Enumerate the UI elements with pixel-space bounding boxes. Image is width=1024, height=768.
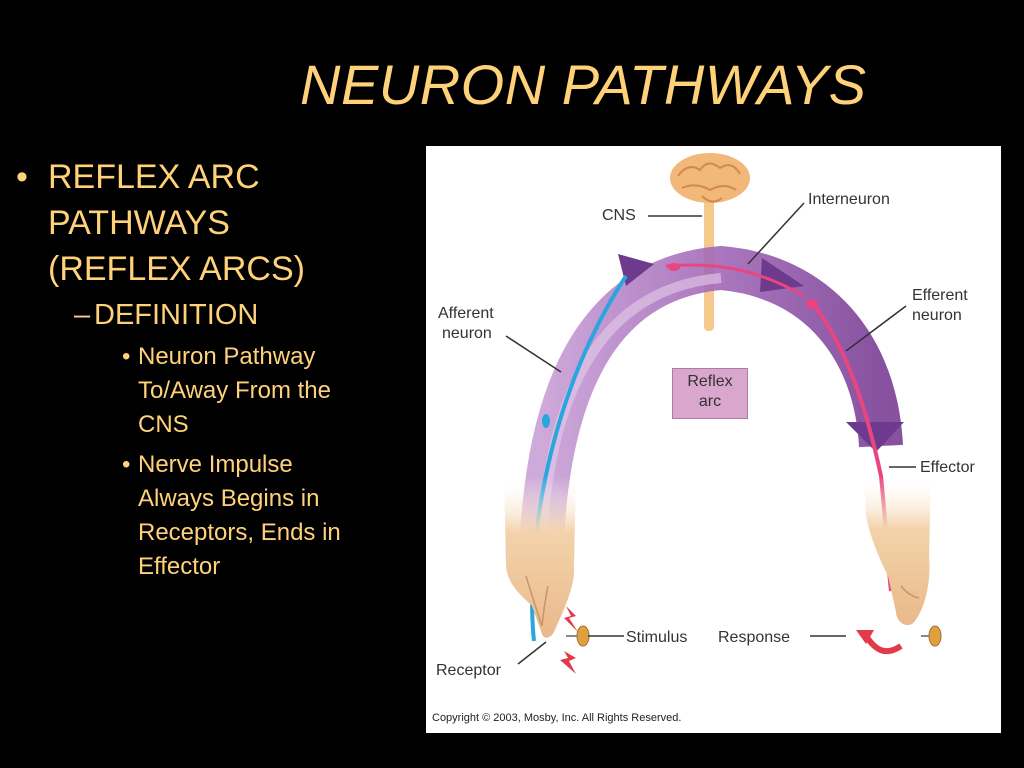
brain-icon xyxy=(670,153,750,203)
bullet-marker: • xyxy=(16,158,28,196)
reflex-arc-figure: CNS Interneuron Afferent neuron Efferent… xyxy=(426,146,1001,733)
arrow-head-efferent xyxy=(846,422,904,452)
label-cns: CNS xyxy=(602,207,636,224)
interneuron-fiber xyxy=(665,263,805,298)
label-effector: Effector xyxy=(920,459,975,476)
bullet-line: Receptors, Ends in xyxy=(138,519,341,546)
slide-title: NEURON PATHWAYS xyxy=(300,53,867,116)
label-reflex-arc-box: Reflex arc xyxy=(672,368,748,419)
right-hand-icon xyxy=(864,476,931,626)
leader-efferent xyxy=(845,305,907,352)
bullet-marker: • xyxy=(122,343,131,370)
bullet-line: Effector xyxy=(138,553,221,580)
label-efferent-line2: neuron xyxy=(912,307,962,324)
label-response: Response xyxy=(718,629,791,646)
label-interneuron: Interneuron xyxy=(808,191,890,208)
stimulus-tack-icon xyxy=(566,625,590,647)
response-tack-icon xyxy=(921,625,942,647)
bullet-line: Nerve Impulse xyxy=(138,451,293,478)
bullet-list: • REFLEX ARC PATHWAYS (REFLEX ARCS) – DE… xyxy=(16,154,398,584)
bullet-line: Neuron Pathway xyxy=(138,343,316,370)
reflex-box-line: Reflex xyxy=(687,373,733,390)
pain-bolt-icon xyxy=(560,651,576,674)
label-stimulus: Stimulus xyxy=(626,629,688,646)
response-arrow-icon xyxy=(863,634,903,655)
subsubbullet-neuron-pathway: • Neuron Pathway To/Away From the CNS xyxy=(16,340,398,442)
leader-receptor xyxy=(517,641,547,665)
dash-marker: – xyxy=(74,299,91,331)
leader-afferent xyxy=(505,335,562,373)
bullet-line: To/Away From the xyxy=(138,377,331,404)
arrow-head-interneuron xyxy=(760,258,804,292)
label-efferent-line1: Efferent xyxy=(912,287,968,304)
reflex-arc-illustration xyxy=(504,153,942,674)
bullet-line: (REFLEX ARCS) xyxy=(48,250,305,288)
subsubbullet-nerve-impulse: • Nerve Impulse Always Begins in Recepto… xyxy=(16,448,398,584)
label-afferent-line2: neuron xyxy=(442,325,492,342)
left-hand-icon xyxy=(504,476,576,638)
label-receptor: Receptor xyxy=(436,662,501,679)
bullet-line: Always Begins in xyxy=(138,485,320,512)
subbullet-text: DEFINITION xyxy=(94,299,259,331)
label-afferent-line1: Afferent xyxy=(438,305,494,322)
pain-bolt-icon xyxy=(564,606,578,632)
bullet-line: CNS xyxy=(138,411,189,438)
bullet-line: PATHWAYS xyxy=(48,204,230,242)
reflex-box-line: arc xyxy=(698,393,722,410)
subbullet-definition: – DEFINITION xyxy=(16,296,398,334)
bullet-reflex-arc: • REFLEX ARC PATHWAYS (REFLEX ARCS) xyxy=(16,154,398,292)
bullet-line: REFLEX ARC xyxy=(48,158,260,196)
figure-copyright: Copyright © 2003, Mosby, Inc. All Rights… xyxy=(432,712,682,724)
bullet-marker: • xyxy=(122,451,131,478)
leader-interneuron xyxy=(747,202,805,265)
